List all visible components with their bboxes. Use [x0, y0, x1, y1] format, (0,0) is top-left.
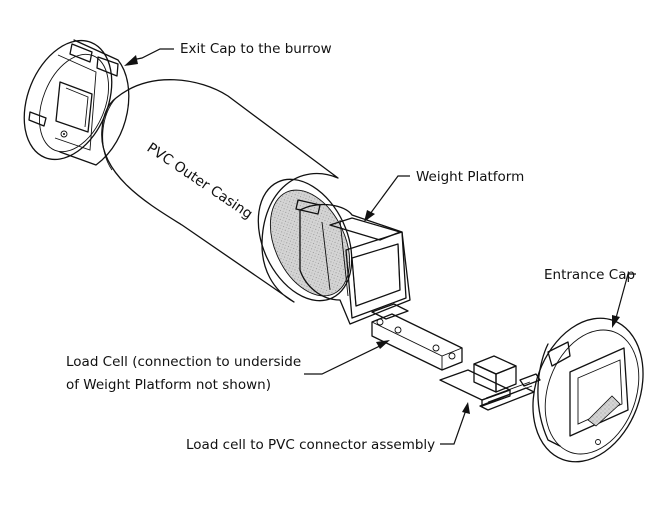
connector-label: Load cell to PVC connector assembly	[186, 437, 435, 453]
weight-platform	[299, 203, 411, 325]
entrance-cap	[532, 317, 644, 463]
pvc-outer-casing	[101, 79, 353, 303]
entrance-cap-label: Entrance Cap	[544, 267, 635, 283]
weight-platform-label: Weight Platform	[416, 169, 524, 185]
entrance-cap-leader	[615, 273, 636, 319]
load-cell-label-line1: Load Cell (connection to underside	[66, 354, 301, 370]
casing-label: PVC Outer Casing	[144, 140, 256, 222]
weight-platform-leader	[369, 175, 410, 215]
connector-leader	[440, 409, 467, 445]
exit-cap-leader	[131, 48, 174, 61]
load-cell-label-line2: of Weight Platform not shown)	[66, 377, 271, 393]
exit-cap	[23, 39, 130, 166]
load-cell-leader	[304, 343, 385, 375]
leader-lines	[124, 48, 636, 445]
exit-cap-label: Exit Cap to the burrow	[180, 41, 332, 57]
load-cell	[371, 303, 463, 371]
